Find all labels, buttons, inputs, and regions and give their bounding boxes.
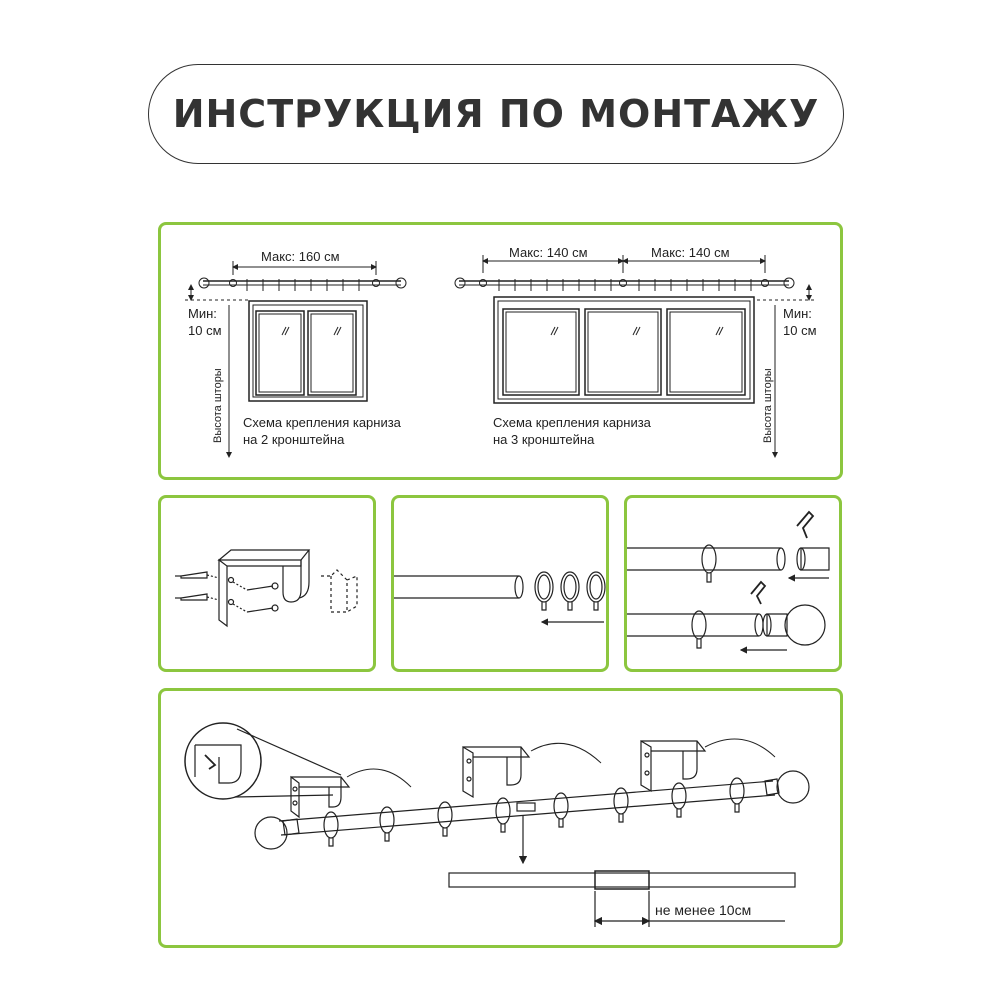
scheme-three-min-value: 10 см (783, 323, 817, 338)
scheme-two-min-value: 10 см (188, 323, 222, 338)
step-assembly-panel: не менее 10см (158, 688, 843, 948)
overlap-label: не менее 10см (655, 902, 751, 918)
scheme-three-brackets (454, 255, 817, 458)
scheme-three-max-label-left: Макс: 140 см (509, 245, 588, 260)
scheme-two-caption-line2: на 2 кронштейна (243, 432, 345, 447)
mounting-schemes-panel: Макс: 160 см Мин: 10 см Высота шторы Схе… (158, 222, 843, 480)
step-finials-panel (624, 495, 842, 672)
mounting-schemes-diagram: Макс: 160 см Мин: 10 см Высота шторы Схе… (185, 245, 817, 458)
bracket-mounting-diagram (175, 549, 358, 628)
assembly-diagram: не менее 10см (184, 722, 810, 927)
scheme-two-height-label: Высота шторы (212, 368, 224, 443)
scheme-two-min-label: Мин: (188, 306, 217, 321)
scheme-three-height-label: Высота шторы (762, 368, 774, 443)
scheme-three-max-label-right: Макс: 140 см (651, 245, 730, 260)
scheme-three-min-label: Мин: (783, 306, 812, 321)
scheme-two-brackets (185, 261, 407, 458)
finials-diagram (627, 510, 830, 654)
step-rings-panel (391, 495, 609, 672)
scheme-two-max-label: Макс: 160 см (261, 249, 340, 264)
page-title: ИНСТРУКЦИЯ ПО МОНТАЖУ (172, 92, 820, 136)
rings-on-rod-diagram (394, 571, 606, 626)
step-bracket-mounting-panel (158, 495, 376, 672)
scheme-two-caption-line1: Схема крепления карниза (243, 415, 402, 430)
scheme-three-caption-line1: Схема крепления карниза (493, 415, 652, 430)
title-pill: ИНСТРУКЦИЯ ПО МОНТАЖУ (148, 64, 844, 164)
scheme-three-caption-line2: на 3 кронштейна (493, 432, 595, 447)
